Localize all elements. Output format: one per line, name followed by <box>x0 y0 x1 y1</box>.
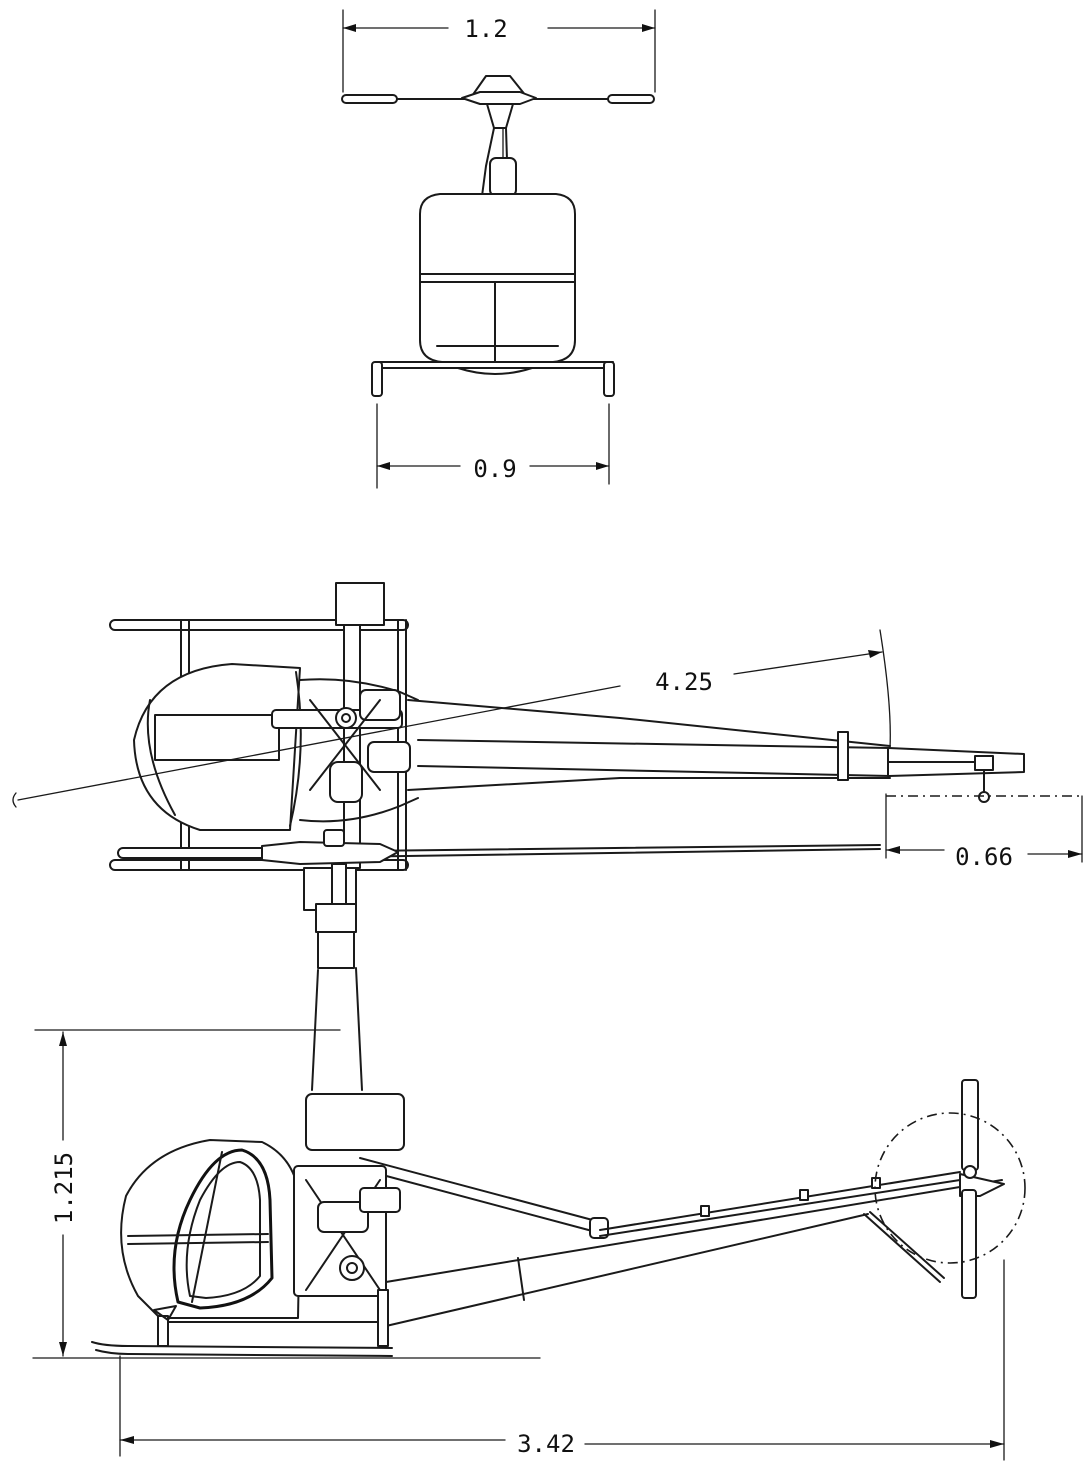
side-tail-rotor <box>874 1079 1026 1299</box>
front-main-rotor <box>341 75 655 129</box>
tail-rotor-span-label: 0.66 <box>955 843 1013 871</box>
front-view: 1.2 <box>341 9 656 489</box>
top-engine <box>271 678 419 823</box>
rotor-radius-dimension: 4.25 <box>12 629 891 808</box>
height-label: 1.215 <box>50 1152 78 1224</box>
skid-track-dimension: 0.9 <box>376 403 610 489</box>
top-rotor-blade <box>303 582 385 911</box>
length-label: 3.42 <box>517 1430 575 1458</box>
side-view: 1.215 <box>32 829 1026 1461</box>
height-dimension: 1.215 <box>32 1029 541 1359</box>
rotor-span-dimension: 1.2 <box>342 9 656 93</box>
tail-rotor-span-dimension: 0.66 <box>885 793 1083 871</box>
top-view: 4.25 0.66 <box>12 582 1083 911</box>
front-skids <box>371 361 615 397</box>
side-main-rotor <box>117 829 881 969</box>
front-cabin <box>419 193 576 363</box>
side-transmission <box>305 967 609 1239</box>
top-tail-boom <box>407 699 1025 803</box>
rotor-radius-label: 4.25 <box>655 668 713 696</box>
skid-track-label: 0.9 <box>473 455 516 483</box>
front-mast <box>481 127 517 197</box>
side-tail-boom <box>385 1171 1005 1327</box>
side-engine <box>293 1165 401 1297</box>
length-dimension: 3.42 <box>119 1259 1005 1461</box>
rotor-span-label: 1.2 <box>464 15 507 43</box>
top-cabin <box>133 663 302 831</box>
side-skids <box>91 1289 393 1357</box>
side-cabin <box>120 1139 301 1319</box>
